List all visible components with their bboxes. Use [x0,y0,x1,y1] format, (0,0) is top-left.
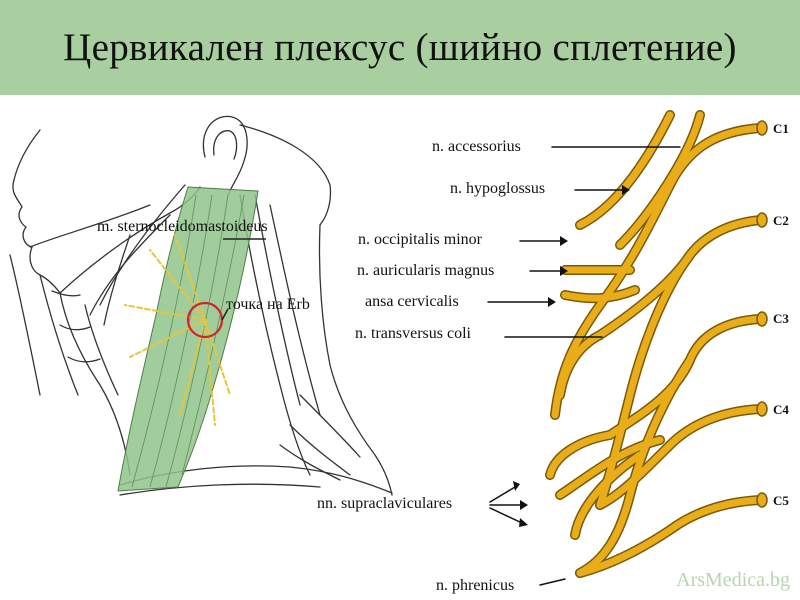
nerve-label-transversus-coli: n. transversus coli [355,325,471,342]
nerve-label-supraclaviculares: nn. supraclaviculares [317,495,453,512]
nerve-label-phrenicus: n. phrenicus [436,577,515,594]
diagram-area: m. sternocleidomastoideus точка на Erb n… [0,95,800,600]
title-bar: Цервикален плексус (шийно сплетение) [0,0,800,95]
page-title: Цервикален плексус (шийно сплетение) [63,26,737,69]
nerve-label-auricularis-magnus: n. auricularis magnus [357,262,495,279]
muscle-label: m. sternocleidomastoideus [97,218,268,235]
nerve-label-occipitalis-minor: n. occipitalis minor [358,231,482,248]
nerve-label-ansa-cervicalis: ansa cervicalis [365,293,459,310]
erb-point-label: точка на Erb [226,296,310,313]
nerve-label-accessorius: n. accessorius [432,138,521,155]
root-label-c1: C1 [773,121,789,136]
nerve-label-hypoglossus: n. hypoglossus [450,180,546,197]
watermark: ArsMedica.bg [676,569,790,591]
root-label-c4: C4 [773,402,789,417]
root-label-c3: C3 [773,311,789,326]
root-label-c5: C5 [773,493,789,508]
sternocleidomastoid-muscle [117,186,259,492]
root-label-c2: C2 [773,213,789,228]
neck-illustration [9,115,393,496]
